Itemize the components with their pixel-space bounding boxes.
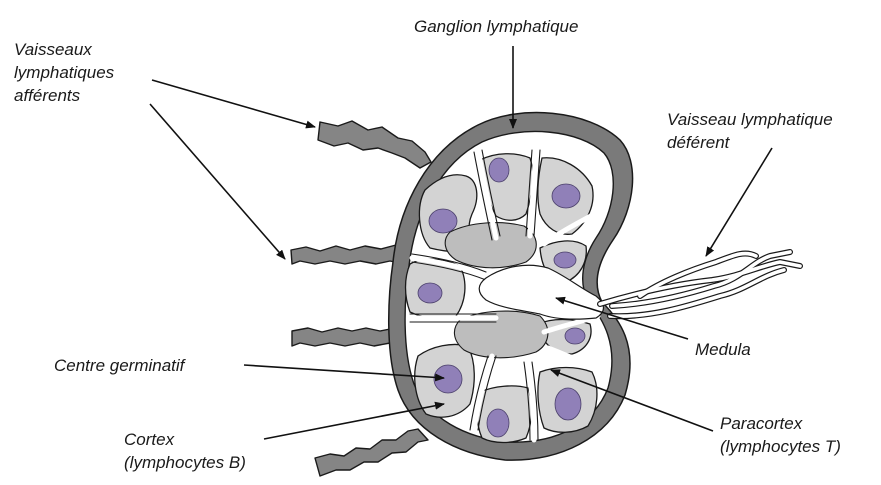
label-vaisseaux-afferents: Vaisseaux lymphatiques afférents: [14, 38, 114, 107]
arrow-deferent: [706, 148, 772, 256]
germinal-center: [565, 328, 585, 344]
afferent-vessel-4: [315, 429, 428, 476]
germinal-center: [487, 409, 509, 437]
germinal-center: [552, 184, 580, 208]
germinal-center: [555, 388, 581, 420]
arrow-afferent-1: [152, 80, 315, 127]
label-paracortex: Paracortex (lymphocytes T): [720, 412, 841, 458]
germinal-center: [434, 365, 462, 393]
germinal-center: [418, 283, 442, 303]
germinal-center: [489, 158, 509, 182]
afferent-vessel-1: [318, 121, 431, 168]
label-line: afférents: [14, 84, 114, 107]
label-ganglion-lymphatique: Ganglion lymphatique: [414, 15, 578, 38]
label-line: Vaisseau lymphatique: [667, 108, 833, 131]
paracortex-top: [445, 223, 536, 268]
label-line: déférent: [667, 131, 833, 154]
label-line: (lymphocytes B): [124, 451, 246, 474]
arrow-afferent-2: [150, 104, 285, 259]
label-centre-germinatif: Centre germinatif: [54, 354, 184, 377]
efferent-vessel: [600, 252, 800, 316]
label-line: Paracortex: [720, 412, 841, 435]
label-cortex: Cortex (lymphocytes B): [124, 428, 246, 474]
label-line: Cortex: [124, 428, 246, 451]
label-line: (lymphocytes T): [720, 435, 841, 458]
label-vaisseau-deferent: Vaisseau lymphatique déférent: [667, 108, 833, 154]
afferent-vessel-2: [291, 245, 406, 264]
afferent-vessel-3: [292, 328, 403, 346]
label-line: Vaisseaux: [14, 38, 114, 61]
label-line: lymphatiques: [14, 61, 114, 84]
germinal-center: [429, 209, 457, 233]
germinal-center: [554, 252, 576, 268]
label-medula: Medula: [695, 338, 751, 361]
